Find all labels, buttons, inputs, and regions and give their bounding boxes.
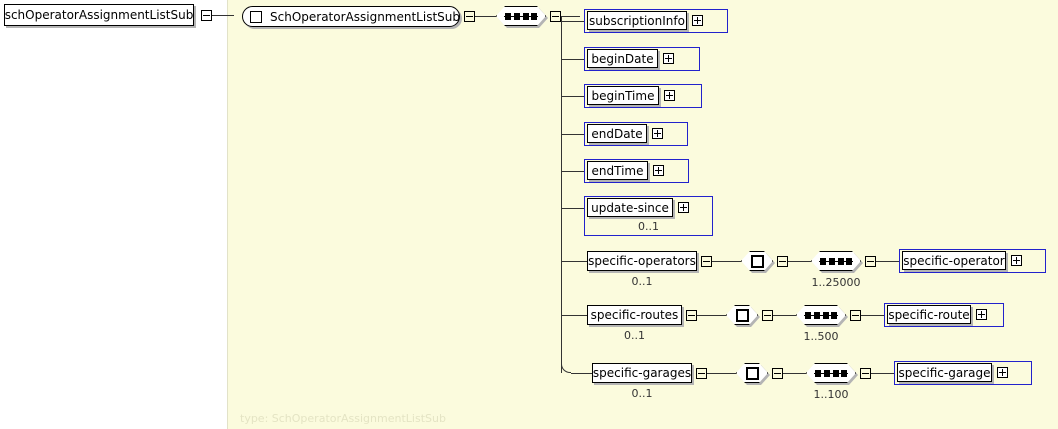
- child-element-endtime[interactable]: endTime: [587, 161, 648, 180]
- connector-type-to-sequence: [475, 16, 496, 17]
- connector-row-7: [561, 261, 587, 262]
- connector-group-to-sequence-routes: [773, 315, 796, 316]
- collapse-toggle-group-garages[interactable]: [772, 368, 783, 379]
- reference-box-specific-operator: [899, 249, 1046, 273]
- expand-toggle-specific-route[interactable]: [976, 309, 987, 320]
- collapse-toggle-group-routes[interactable]: [762, 310, 773, 321]
- connector-row-2: [561, 59, 584, 60]
- connector-row-4: [561, 134, 584, 135]
- child-element-specific-operators[interactable]: specific-operators: [587, 251, 697, 271]
- sequence-collapse-toggle[interactable]: [550, 11, 561, 22]
- connector-sequence-to-leaf-routes: [861, 315, 884, 316]
- child-element-update-since[interactable]: update-since: [587, 198, 673, 217]
- reference-box-4: [584, 122, 688, 146]
- expand-toggle-begindate[interactable]: [663, 53, 674, 64]
- reference-box-1: [584, 9, 728, 33]
- cardinality-sequence-operators: 1..25000: [811, 276, 861, 289]
- child-element-begintime[interactable]: beginTime: [587, 86, 659, 105]
- expand-toggle-specific-garage[interactable]: [997, 367, 1008, 378]
- complextype-node[interactable]: SchOperatorAssignmentListSub: [242, 6, 460, 27]
- connector-row-3: [561, 96, 584, 97]
- connector-row-8: [561, 315, 587, 316]
- root-collapse-toggle[interactable]: [201, 10, 212, 21]
- group-node-icon-garages[interactable]: [736, 363, 768, 383]
- group-square-icon: [751, 255, 764, 268]
- element-square-icon: [250, 10, 262, 23]
- sequence-compositor-operators[interactable]: [811, 251, 861, 271]
- cardinality-sequence-routes: 1..500: [803, 330, 839, 343]
- connector-group-to-sequence-garages: [783, 373, 806, 374]
- collapse-toggle-sequence-operators[interactable]: [865, 256, 876, 267]
- expand-toggle-begintime[interactable]: [664, 90, 675, 101]
- connector-sequence-to-leaf-garages: [871, 373, 894, 374]
- child-element-specific-routes[interactable]: specific-routes: [587, 305, 682, 325]
- sequence-compositor-routes[interactable]: [796, 305, 846, 325]
- leaf-element-specific-operator[interactable]: specific-operator: [902, 251, 1006, 270]
- reference-box-3: [584, 84, 702, 108]
- expand-toggle-specific-operator[interactable]: [1011, 255, 1022, 266]
- child-element-specific-garages[interactable]: specific-garages: [592, 363, 692, 383]
- sequence-compositor-garages[interactable]: [806, 363, 856, 383]
- reference-box-specific-route: [884, 303, 1004, 327]
- expand-toggle-update-since[interactable]: [678, 202, 689, 213]
- collapse-toggle-specific-routes[interactable]: [686, 310, 697, 321]
- connector-routes-to-group: [697, 315, 726, 316]
- child-element-begindate[interactable]: beginDate: [587, 49, 658, 68]
- expand-toggle-subscriptioninfo[interactable]: [692, 15, 703, 26]
- child-element-enddate[interactable]: endDate: [587, 124, 647, 143]
- sequence-glyph-garages: [814, 370, 848, 377]
- leaf-element-specific-garage[interactable]: specific-garage: [897, 363, 992, 382]
- complextype-label: SchOperatorAssignmentListSub: [270, 9, 461, 24]
- cardinality-update-since: 0..1: [638, 220, 659, 233]
- collapse-toggle-group-operators[interactable]: [777, 256, 788, 267]
- root-element-schoperatorassignmentlistsub[interactable]: schOperatorAssignmentListSub: [4, 4, 194, 26]
- tree-spine: [561, 16, 562, 373]
- reference-box-2: [584, 47, 700, 71]
- connector-row-5: [561, 171, 584, 172]
- group-square-icon: [746, 367, 759, 380]
- sequence-glyph-routes: [804, 312, 838, 319]
- connector-row-9: [571, 373, 593, 374]
- sequence-compositor-icon[interactable]: [496, 6, 546, 26]
- collapse-toggle-sequence-garages[interactable]: [860, 368, 871, 379]
- connector-garages-to-group: [707, 373, 736, 374]
- group-square-icon: [736, 309, 749, 322]
- cardinality-specific-operators: 0..1: [631, 275, 653, 288]
- cardinality-specific-garages: 0..1: [631, 387, 653, 400]
- leaf-element-specific-route[interactable]: specific-route: [887, 305, 971, 324]
- sequence-glyph-operators: [819, 258, 853, 265]
- connector-root-to-type: [212, 15, 234, 16]
- expand-toggle-enddate[interactable]: [652, 128, 663, 139]
- collapse-toggle-specific-operators[interactable]: [701, 256, 712, 267]
- collapse-toggle-sequence-routes[interactable]: [850, 310, 861, 321]
- group-node-icon-operators[interactable]: [741, 251, 773, 271]
- type-footer-label: type: SchOperatorAssignmentListSub: [240, 412, 446, 425]
- connector-sequence-to-leaf-operators: [876, 261, 899, 262]
- expand-toggle-endtime[interactable]: [653, 165, 664, 176]
- connector-sequence-stub: [561, 16, 580, 17]
- reference-box-5: [584, 159, 689, 183]
- connector-row-6: [561, 208, 584, 209]
- group-node-icon-routes[interactable]: [726, 305, 758, 325]
- sequence-glyph: [504, 13, 538, 20]
- reference-box-specific-garage: [894, 361, 1032, 385]
- cardinality-specific-routes: 0..1: [624, 329, 645, 342]
- child-element-subscriptioninfo[interactable]: subscriptionInfo: [587, 11, 687, 30]
- connector-group-to-sequence-operators: [788, 261, 811, 262]
- reference-box-6: [584, 196, 713, 236]
- collapse-toggle-specific-garages[interactable]: [696, 368, 707, 379]
- connector-operators-to-group: [712, 261, 741, 262]
- connector-row-1: [561, 21, 584, 22]
- cardinality-sequence-garages: 1..100: [813, 388, 849, 401]
- complextype-collapse-toggle[interactable]: [464, 11, 475, 22]
